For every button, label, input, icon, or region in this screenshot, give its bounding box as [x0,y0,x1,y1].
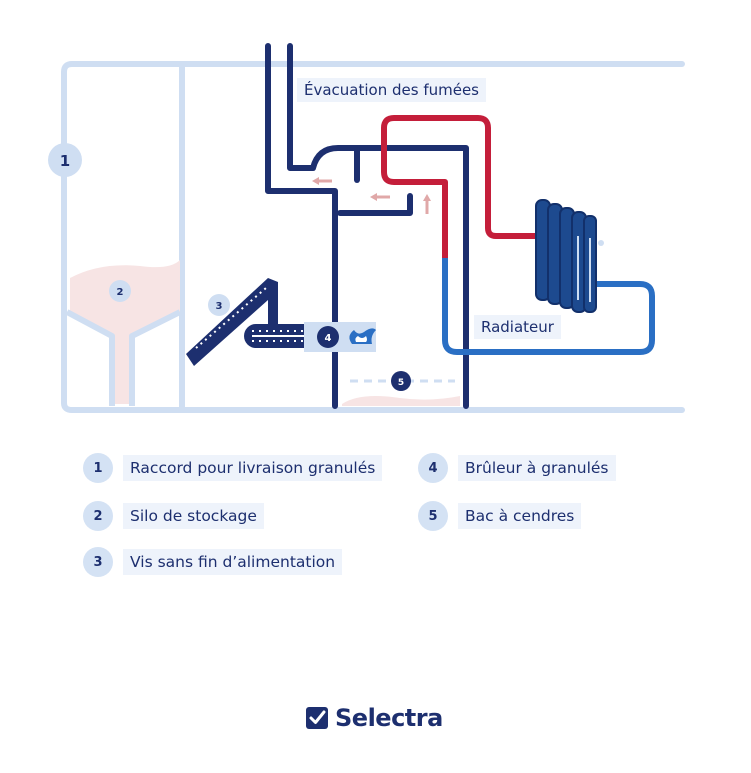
house-outline [61,61,685,413]
marker-3: 3 [208,294,230,316]
legend-text: Vis sans fin d’alimentation [123,549,343,575]
flue-pipe [265,43,469,409]
legend-number: 1 [83,453,113,483]
ash-fill [342,396,460,406]
legend-number: 2 [83,501,113,531]
selectra-logo: Selectra [305,704,443,732]
radiateur-label: Radiateur [474,315,561,339]
return-pipe-left [442,258,655,355]
marker-5: 5 [391,371,411,391]
flame-icon [349,328,376,344]
legend-item-1: 1 Raccord pour livraison granulés [83,452,383,484]
svg-text:5: 5 [398,378,404,388]
radiator-icon [535,199,604,313]
legend-text: Silo de stockage [123,503,264,529]
legend-text: Brûleur à granulés [458,455,616,481]
legend-number: 4 [418,453,448,483]
checkmark-icon [306,707,328,729]
marker-4: 4 [317,326,339,348]
legend-item-2: 2 Silo de stockage [83,500,264,532]
auger-screw [186,278,316,366]
svg-text:2: 2 [117,287,124,298]
legend-number: 5 [418,501,448,531]
legend-item-4: 4 Brûleur à granulés [418,452,616,484]
silo [65,260,182,406]
svg-text:4: 4 [325,333,332,344]
legend-item-5: 5 Bac à cendres [418,500,582,532]
legend-item-3: 3 Vis sans fin d’alimentation [83,546,343,578]
svg-text:3: 3 [216,301,223,312]
marker-1: 1 [48,143,82,177]
legend-text: Bac à cendres [458,503,582,529]
flow-arrows [312,177,431,214]
svg-text:1: 1 [60,152,70,170]
legend-number: 3 [83,547,113,577]
marker-2: 2 [109,280,131,302]
legend-text: Raccord pour livraison granulés [123,455,383,481]
brand-name: Selectra [335,704,443,732]
hot-pipe [381,115,540,260]
evacuation-label: Évacuation des fumées [297,78,486,102]
